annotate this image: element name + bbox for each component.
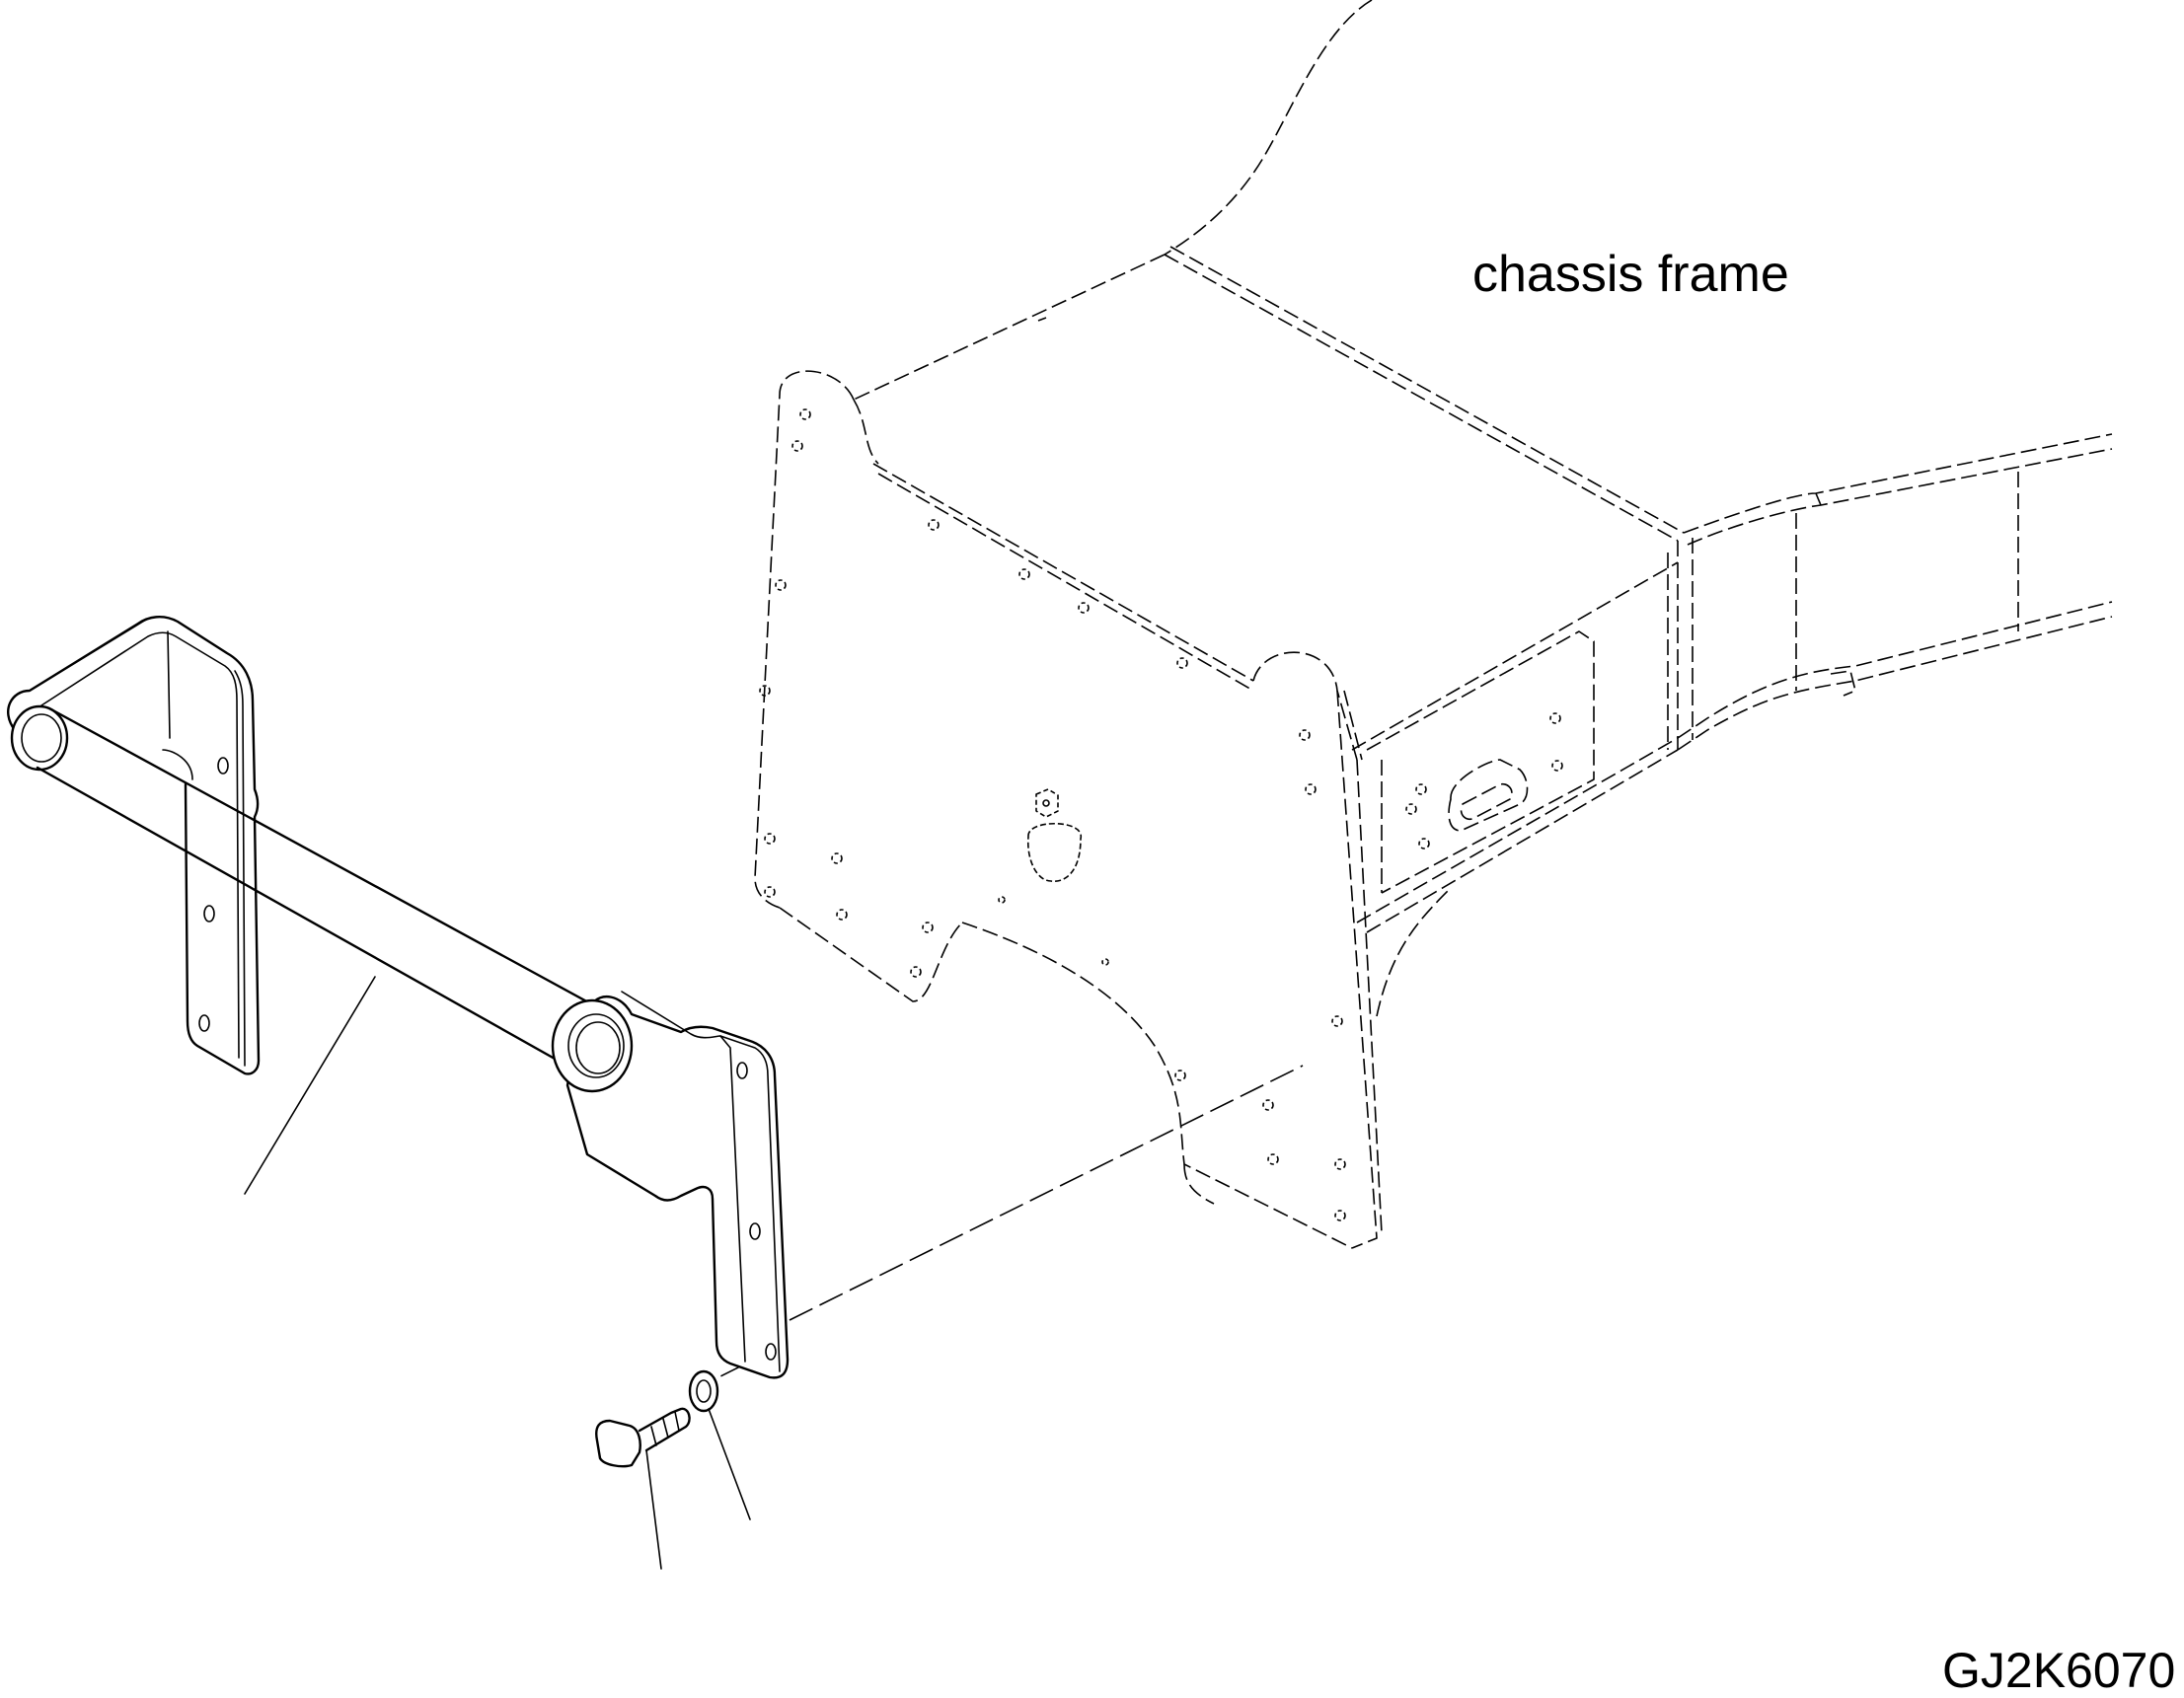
leader-lines [244, 976, 751, 1570]
chassis-frame [690, 0, 2113, 1392]
washer [688, 1369, 719, 1413]
leader-line-bar [244, 976, 376, 1195]
leader-line-washer [708, 1408, 751, 1520]
guard-bar-assembly [7, 616, 790, 1379]
chassis-frame-label: chassis frame [1472, 246, 1789, 303]
drawing-code: GJ2K6070 [1942, 1643, 2176, 1698]
leader-line-bolt [645, 1449, 662, 1570]
bolt [595, 1407, 691, 1468]
